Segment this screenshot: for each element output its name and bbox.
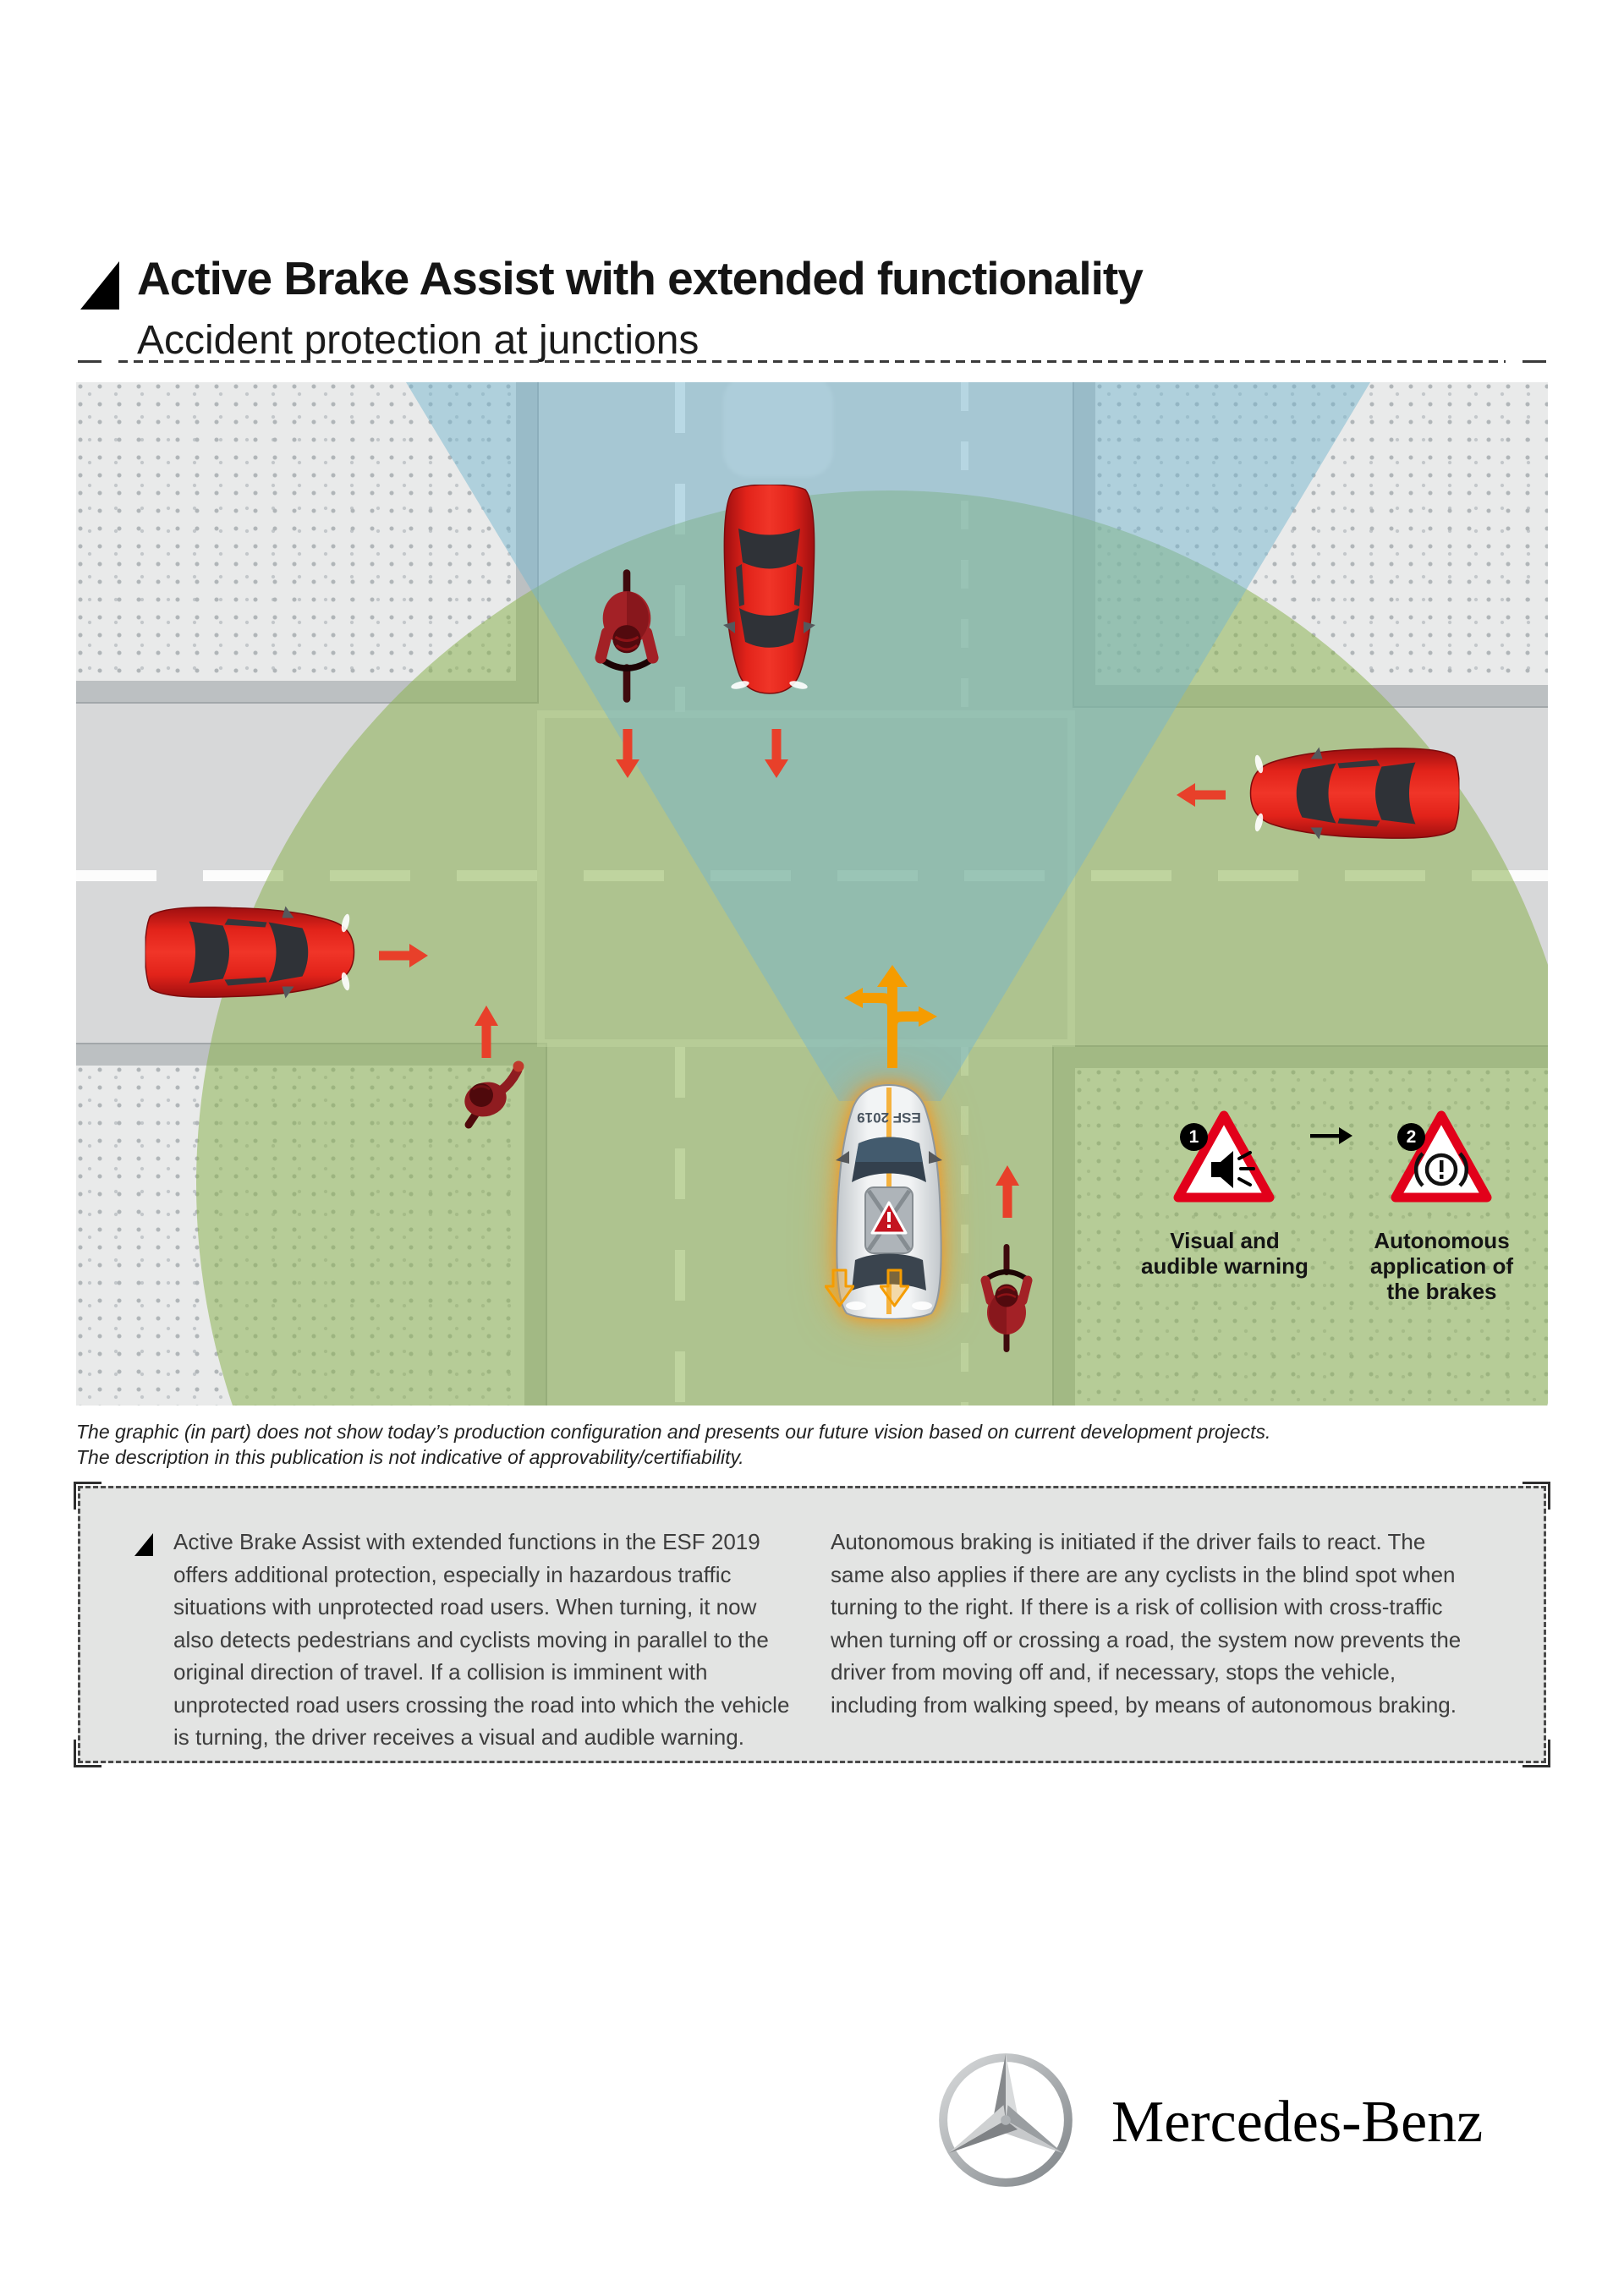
legend-step2-number: 2 (1406, 1126, 1417, 1147)
panel-corner-mark (1522, 1482, 1550, 1510)
body-column-2: Autonomous braking is initiated if the d… (831, 1529, 1462, 1718)
legend-step1-badge: 1 (1180, 1123, 1208, 1151)
brake-warning-triangle-sign (1391, 1110, 1492, 1203)
direction-arrow-down (765, 729, 788, 778)
legend-step2-badge: 2 (1397, 1123, 1425, 1151)
disclaimer-text: The graphic (in part) does not show toda… (76, 1419, 1514, 1470)
legend-step1-number: 1 (1188, 1126, 1199, 1147)
brand-wordmark: Mercedes-Benz (1111, 2090, 1484, 2155)
disclaimer-line1: The graphic (in part) does not show toda… (76, 1421, 1271, 1443)
pedestrian (464, 1060, 524, 1129)
sensor-cone-overlay (406, 382, 1370, 1101)
body-column-1: Active Brake Assist with extended functi… (173, 1529, 790, 1750)
panel-corner-mark (74, 1482, 102, 1510)
brake-arrow-icon (880, 1269, 909, 1307)
direction-arrow-up (475, 1006, 498, 1058)
body-text-panel: Active Brake Assist with extended functi… (74, 1482, 1550, 1767)
frame-dash-line-top (78, 360, 1546, 363)
red-car-oncoming-top (722, 485, 816, 694)
title-bullet-icon (80, 261, 119, 310)
legend-step2-label: Autonomous application of the brakes (1370, 1228, 1513, 1304)
brake-arrow-icon (825, 1269, 854, 1307)
sequence-arrow-icon (1310, 1127, 1352, 1144)
ego-vehicle: ESF 2019 (836, 1083, 942, 1319)
red-car-cross-traffic-left (145, 905, 355, 1000)
legend-step1-label: Visual and audible warning (1141, 1228, 1309, 1279)
direction-arrow-up (996, 1165, 1019, 1218)
svg-text:ESF 2019: ESF 2019 (857, 1110, 921, 1126)
red-car-cross-traffic-right (1249, 746, 1460, 841)
body-bullet-icon (134, 1533, 153, 1556)
page-title: Active Brake Assist with extended functi… (137, 252, 1144, 304)
direction-arrow-down (616, 729, 639, 778)
direction-arrow-right (379, 944, 428, 967)
cyclist-blind-spot (977, 1230, 1036, 1366)
speaker-warning-triangle-sign (1173, 1110, 1275, 1203)
route-options-arrow (844, 965, 937, 1068)
page-subtitle: Accident protection at junctions (137, 318, 700, 363)
mercedes-star-logo (939, 2053, 1073, 2187)
junction-diagram: ESF 2019 (76, 382, 1548, 1406)
disclaimer-line2: The description in this publication is n… (76, 1446, 744, 1468)
direction-arrow-left (1177, 783, 1226, 807)
panel-corner-mark (74, 1740, 102, 1767)
cyclist-top (584, 568, 669, 704)
panel-corner-mark (1522, 1740, 1550, 1767)
